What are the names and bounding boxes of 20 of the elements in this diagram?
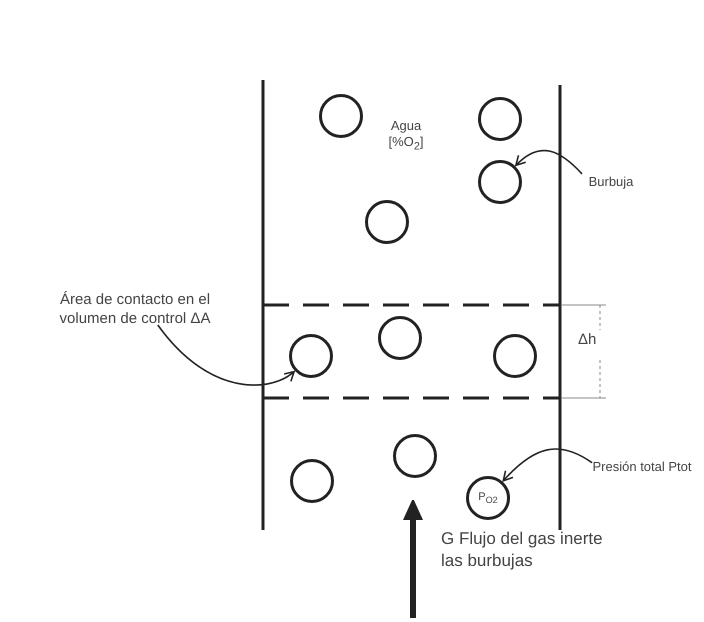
bubble xyxy=(478,160,522,204)
bubble xyxy=(319,94,363,138)
leader-arrow xyxy=(515,150,583,174)
bubble xyxy=(393,434,437,478)
bubble xyxy=(365,200,409,244)
leader-arrow xyxy=(157,324,295,386)
bubble xyxy=(466,476,510,520)
bubble xyxy=(289,334,333,378)
bubble-label: P$_{O2}$ xyxy=(478,490,498,506)
bubble xyxy=(378,316,422,360)
callout-text: Presión total Ptot xyxy=(592,457,692,476)
bubble xyxy=(478,97,522,141)
flow-label: G Flujo del gas inerte las burbujas xyxy=(441,528,604,572)
dimension-label: Δh xyxy=(578,330,598,349)
leader-arrow xyxy=(502,448,592,482)
region-label: Agua [%O$_{2}$] xyxy=(388,118,424,155)
bubble xyxy=(493,334,537,378)
callout-text: Área de contacto en el volumen de control ΔA xyxy=(40,290,230,328)
callout-text: Burbuja xyxy=(582,172,640,191)
bubble xyxy=(290,459,334,503)
